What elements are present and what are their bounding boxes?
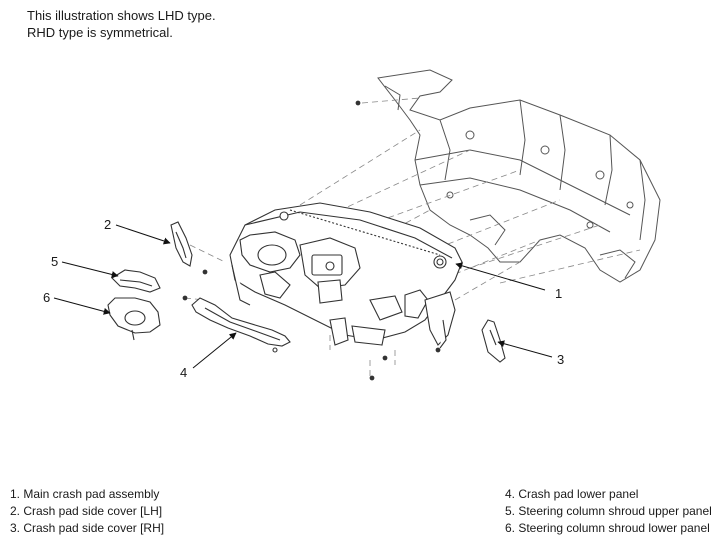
- leader-1: [455, 262, 546, 291]
- callout-3: 3: [557, 352, 564, 367]
- leader-5: [61, 261, 119, 278]
- crash-pad-lower-panel: [191, 297, 291, 353]
- callout-4: 4: [180, 365, 187, 380]
- main-crash-pad-assembly: [229, 202, 463, 349]
- callout-1: 1: [555, 286, 562, 301]
- note-line-2: RHD type is symmetrical.: [27, 25, 173, 40]
- cowl-cross-bar-frame: [377, 69, 661, 283]
- note-line-1: This illustration shows LHD type.: [27, 8, 216, 23]
- legend-item: 6. Steering column shroud lower panel: [505, 521, 710, 535]
- callout-numbers: 1 2 3 4 5 6: [43, 217, 564, 380]
- leader-2: [115, 224, 171, 245]
- fasteners: [182, 100, 441, 381]
- legend-item: 4. Crash pad lower panel: [505, 487, 639, 501]
- callout-leaders: [53, 224, 553, 369]
- leader-6: [53, 297, 111, 315]
- legend-item: 3. Crash pad side cover [RH]: [10, 521, 165, 535]
- legend-item: 5. Steering column shroud upper panel: [505, 504, 712, 518]
- legend-item: 2. Crash pad side cover [LH]: [10, 504, 163, 518]
- legend-item: 1. Main crash pad assembly: [10, 487, 160, 501]
- crash-pad-side-cover-rh: [481, 319, 506, 363]
- steering-shroud-upper-panel: [111, 269, 161, 293]
- callout-6: 6: [43, 290, 50, 305]
- illustration-note: This illustration shows LHD type. RHD ty…: [27, 7, 216, 41]
- leader-4: [192, 332, 237, 369]
- steering-shroud-lower-panel: [107, 297, 161, 341]
- parts-legend-left: 1. Main crash pad assembly 2. Crash pad …: [10, 486, 164, 537]
- callout-5: 5: [51, 254, 58, 269]
- callout-2: 2: [104, 217, 111, 232]
- leader-3: [497, 340, 553, 358]
- parts-legend-right: 4. Crash pad lower panel 5. Steering col…: [505, 486, 712, 537]
- crash-pad-side-cover-lh: [170, 221, 193, 267]
